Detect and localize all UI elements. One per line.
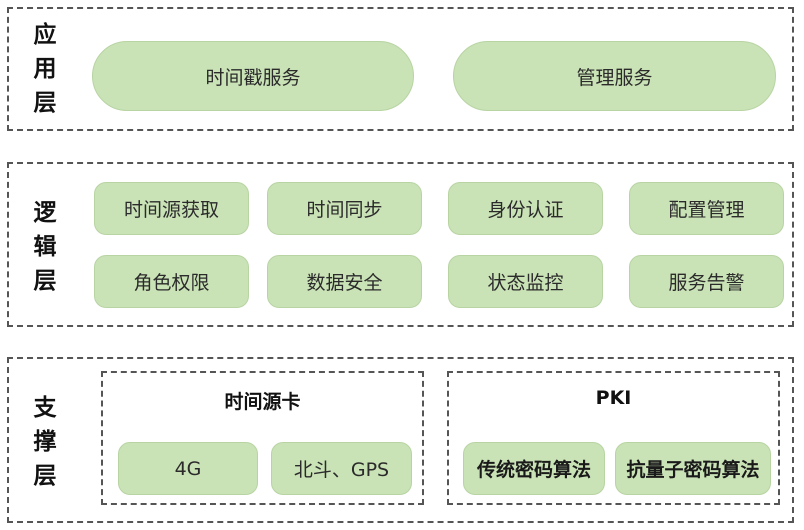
- role-permission-node: 角色权限: [94, 255, 249, 308]
- time-source-card-title: 时间源卡: [224, 391, 301, 413]
- application-layer: 应 用 层 时间戳服务 管理服务: [7, 7, 794, 131]
- identity-auth-node: 身份认证: [448, 182, 603, 235]
- pki-title: PKI: [595, 387, 632, 409]
- time-sync-node: 时间同步: [267, 182, 422, 235]
- config-management-node: 配置管理: [629, 182, 784, 235]
- post-quantum-crypto-algorithm-node: 抗量子密码算法: [615, 442, 771, 495]
- application-layer-label: 应 用 层: [33, 22, 57, 116]
- time-source-card-group: 时间源卡 4G 北斗、GPS: [101, 371, 424, 505]
- service-alert-node: 服务告警: [629, 255, 784, 308]
- 4g-node: 4G: [118, 442, 258, 495]
- logic-layer-label: 逻 辑 层: [33, 200, 57, 294]
- time-source-acquisition-node: 时间源获取: [94, 182, 249, 235]
- status-monitoring-node: 状态监控: [448, 255, 603, 308]
- data-security-node: 数据安全: [267, 255, 422, 308]
- classic-crypto-algorithm-node: 传统密码算法: [463, 442, 605, 495]
- management-service-node: 管理服务: [453, 41, 776, 111]
- support-layer-label: 支 撑 层: [33, 395, 57, 489]
- support-layer: 支 撑 层 时间源卡 4G 北斗、GPS PKI 传统密码算法 抗量子密码算法: [7, 357, 794, 523]
- pki-group: PKI 传统密码算法 抗量子密码算法: [447, 371, 780, 505]
- logic-layer: 逻 辑 层 时间源获取 时间同步 身份认证 配置管理 角色权限 数据安全 状态监…: [7, 162, 794, 327]
- timestamp-service-node: 时间戳服务: [92, 41, 414, 111]
- beidou-gps-node: 北斗、GPS: [271, 442, 412, 495]
